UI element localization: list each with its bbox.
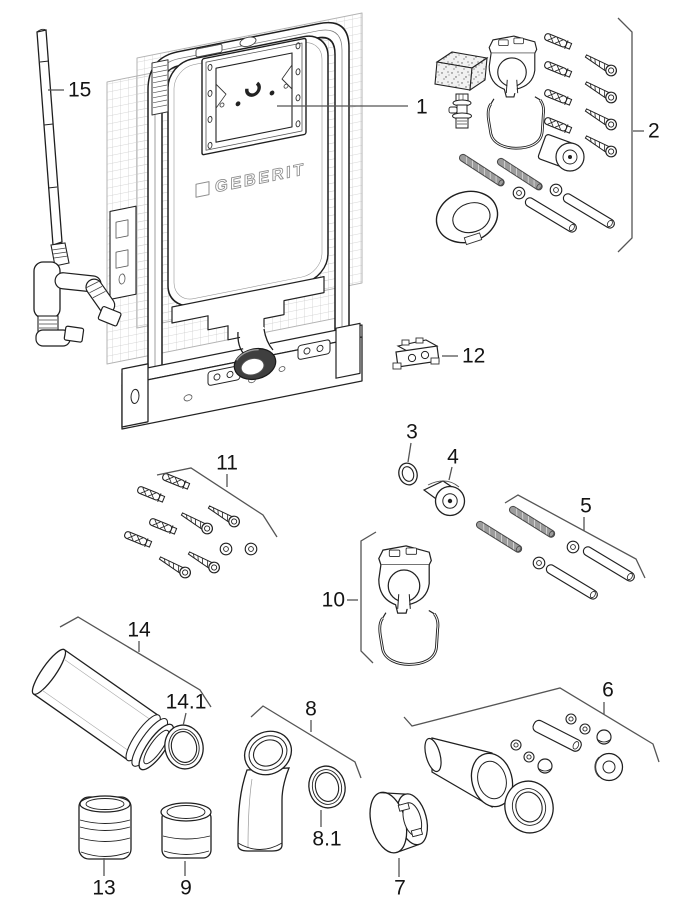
part-label-15: 15 bbox=[68, 79, 91, 102]
threaded-rod bbox=[495, 156, 545, 192]
part-label-14-1: 14.1 bbox=[166, 691, 207, 714]
part-label-11: 11 bbox=[216, 452, 238, 475]
threaded-rod bbox=[457, 152, 507, 188]
wall-anchor bbox=[542, 115, 573, 136]
threaded-rod bbox=[474, 519, 524, 555]
part-10-pipe-clamp bbox=[378, 545, 440, 666]
part-label-10: 10 bbox=[322, 589, 345, 612]
clamp-strap bbox=[486, 95, 546, 150]
part-label-3: 3 bbox=[406, 421, 418, 444]
part-label-13: 13 bbox=[92, 877, 115, 900]
bracket-14 bbox=[59, 616, 212, 708]
part-12-bracket bbox=[392, 337, 440, 370]
part-label-6: 6 bbox=[602, 679, 614, 702]
threaded-plug bbox=[594, 752, 624, 782]
part-4-fitting bbox=[422, 480, 466, 517]
nut bbox=[219, 542, 233, 556]
part-2-hardware-kit bbox=[434, 31, 619, 246]
threaded-rod bbox=[507, 504, 557, 540]
part-13-connector-sleeve bbox=[78, 795, 132, 860]
access-panel bbox=[201, 37, 307, 156]
part-label-2: 2 bbox=[648, 120, 660, 143]
nut bbox=[512, 186, 526, 200]
panel-dot-left bbox=[235, 101, 241, 107]
cistern-assembly: GEBERIT bbox=[106, 12, 363, 430]
spacer-rod bbox=[532, 719, 582, 752]
spacer-tube bbox=[581, 544, 637, 584]
washer bbox=[523, 751, 535, 763]
part-15-supply-pipe bbox=[33, 28, 122, 347]
nut bbox=[549, 183, 563, 197]
wall-anchor bbox=[135, 484, 166, 505]
screw bbox=[582, 50, 619, 79]
spacer-tube bbox=[544, 562, 600, 602]
bracket-5 bbox=[504, 494, 646, 579]
part-label-14: 14 bbox=[127, 619, 151, 642]
nut bbox=[244, 542, 258, 556]
washer bbox=[579, 723, 591, 735]
wall-anchor bbox=[160, 471, 191, 492]
bracket-8 bbox=[250, 705, 362, 779]
bracket-6 bbox=[403, 687, 660, 763]
bracket-2 bbox=[617, 17, 633, 253]
callout-leaders bbox=[48, 17, 660, 877]
screw bbox=[582, 77, 619, 106]
dome-cap bbox=[596, 729, 612, 745]
wall-anchor bbox=[122, 529, 153, 550]
nut bbox=[566, 540, 580, 554]
part-8-1-seal-ring bbox=[308, 765, 346, 809]
wall-anchor bbox=[542, 31, 573, 52]
wall-anchor bbox=[542, 87, 573, 108]
wall-anchor bbox=[542, 59, 573, 80]
screw bbox=[582, 104, 619, 133]
nut bbox=[532, 556, 546, 570]
pipe-clamp bbox=[488, 35, 538, 98]
part-label-8: 8 bbox=[305, 698, 317, 721]
part-6-inlet-kit bbox=[424, 713, 624, 834]
screw bbox=[178, 508, 215, 537]
tapered-connector bbox=[424, 737, 514, 809]
large-collar-ring bbox=[435, 190, 499, 246]
part-5-rod-kit bbox=[474, 504, 637, 602]
part-14-extension-tube bbox=[31, 648, 175, 771]
part-3-o-ring bbox=[398, 462, 418, 486]
flush-bend-outlet bbox=[233, 327, 277, 381]
dome-cap bbox=[537, 758, 553, 774]
panel-dot-right bbox=[269, 90, 275, 96]
bracket-11 bbox=[156, 467, 278, 538]
part-label-5: 5 bbox=[580, 495, 592, 518]
wall-anchor bbox=[147, 516, 178, 537]
screw bbox=[185, 547, 222, 576]
part-label-1: 1 bbox=[416, 96, 428, 119]
screw bbox=[156, 552, 193, 581]
washer bbox=[510, 739, 522, 751]
part-label-9: 9 bbox=[180, 877, 192, 900]
part-14-1-seal-ring bbox=[164, 724, 204, 770]
part-11-screw-kit bbox=[122, 471, 258, 581]
part-7-collar bbox=[369, 791, 429, 854]
leader-3 bbox=[407, 442, 412, 463]
bracket-10 bbox=[360, 531, 377, 664]
flush-crescent bbox=[245, 80, 261, 97]
screw bbox=[582, 131, 619, 160]
leader-14-1 bbox=[182, 712, 187, 727]
part-label-8-1: 8.1 bbox=[312, 828, 341, 851]
angle-valve bbox=[448, 93, 472, 129]
protection-sponge bbox=[434, 51, 489, 92]
seal-ring bbox=[504, 780, 554, 834]
side-mount-strip bbox=[109, 205, 137, 300]
part-label-12: 12 bbox=[462, 345, 485, 368]
part-label-7: 7 bbox=[394, 877, 406, 900]
washer bbox=[565, 713, 577, 725]
part-label-4: 4 bbox=[447, 446, 459, 469]
part-9-connector-sleeve bbox=[160, 802, 212, 859]
leader-4 bbox=[448, 466, 453, 481]
part-8-flush-bend bbox=[237, 730, 293, 852]
